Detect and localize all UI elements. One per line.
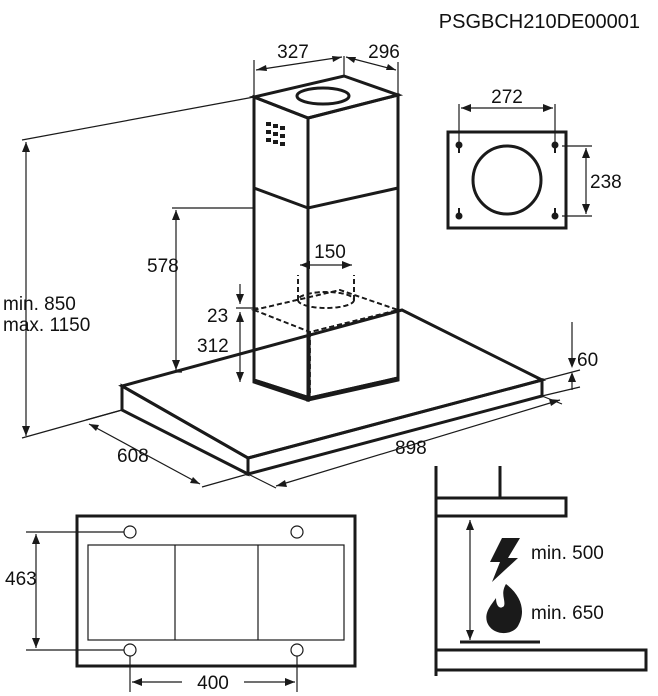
dim-canopy-width: 898 — [247, 395, 563, 489]
height-min-label: min. 850 — [3, 294, 76, 315]
dim-canopy-thickness: 60 — [541, 322, 598, 397]
height-max-label: max. 1150 — [3, 315, 90, 336]
fixing-depth-label: 463 — [5, 569, 37, 590]
dim-chimney-lower: 578 — [147, 207, 254, 373]
canopy-depth-label: 608 — [117, 446, 149, 467]
hood-top-view — [75, 514, 357, 668]
dim-overall-height: min. 850 max. 1150 — [3, 96, 255, 439]
dim-chimney-width: 327 — [253, 42, 345, 96]
hood-isometric-view — [118, 74, 547, 477]
chimney — [248, 74, 404, 403]
fixing-width-label: 400 — [197, 673, 229, 694]
outlet-offset-label: 23 — [207, 306, 228, 327]
dim-outlet-offset: 23 — [207, 284, 258, 327]
chimney-width-label: 327 — [277, 42, 309, 63]
chimney-lower-label: 578 — [147, 256, 179, 277]
gas-clearance-label: min. 650 — [531, 603, 604, 624]
dim-bracket-width: 272 — [458, 87, 556, 142]
dim-duct-diameter: 150 — [300, 242, 352, 269]
dim-fixing-depth: 463 — [5, 531, 124, 651]
duct-diameter-label: 150 — [314, 242, 346, 263]
bracket-height-label: 238 — [590, 172, 622, 193]
dim-motor-height: 312 — [197, 312, 244, 382]
keyhole-icon — [455, 141, 559, 220]
model-code: PSGBCH210DE00001 — [439, 11, 640, 33]
chimney-outlet — [295, 86, 351, 106]
electric-clearance-label: min. 500 — [531, 543, 604, 564]
chimney-depth-label: 296 — [368, 42, 400, 63]
flame-icon — [486, 584, 522, 634]
bracket-width-label: 272 — [491, 87, 523, 108]
dim-canopy-depth: 608 — [85, 409, 249, 488]
dim-chimney-depth: 296 — [345, 42, 400, 94]
dim-bracket-height: 238 — [562, 145, 622, 217]
clearance-diagram: min. 500 min. 650 — [434, 466, 648, 676]
canopy-width-label: 898 — [395, 438, 427, 459]
canopy-thickness-label: 60 — [577, 350, 598, 371]
vent-slots — [266, 122, 285, 146]
motor-height-label: 312 — [197, 336, 229, 357]
dim-fixing-width: 400 — [129, 656, 298, 694]
lightning-icon — [490, 538, 520, 582]
mounting-bracket — [446, 130, 568, 230]
